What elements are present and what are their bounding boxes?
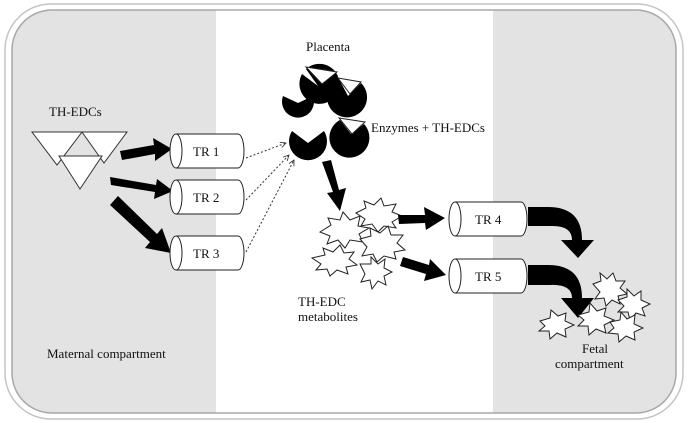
placental-metabolites bbox=[310, 197, 407, 291]
bound-th-edc-triangle bbox=[336, 77, 362, 95]
placenta-label: Placenta bbox=[306, 39, 351, 54]
arrow-to-tr5 bbox=[400, 257, 446, 281]
bound-th-edc-triangle bbox=[337, 117, 367, 135]
enzyme-icon bbox=[288, 131, 327, 161]
metabolite-burst bbox=[310, 244, 359, 277]
maternal-arrows bbox=[110, 138, 173, 253]
bound-th-edc-triangle bbox=[304, 66, 339, 85]
placenta-compartment bbox=[216, 10, 493, 413]
transporter-label-tr1: TR 1 bbox=[193, 144, 220, 159]
th-edcs-label: TH-EDCs bbox=[49, 104, 102, 119]
fetal-metabolites bbox=[537, 271, 652, 343]
transporter-tr3 bbox=[169, 235, 245, 271]
curved-arrow-from-tr5 bbox=[528, 265, 594, 318]
fetal-arrows bbox=[528, 207, 594, 318]
transporter-tr1 bbox=[169, 133, 245, 169]
enzyme-icon bbox=[282, 96, 314, 118]
transporter-label-tr5: TR 5 bbox=[475, 269, 502, 284]
metabolites-label-line1: TH-EDC bbox=[298, 294, 346, 309]
th-edc-triangle bbox=[81, 131, 128, 164]
dotted-arrows bbox=[245, 143, 295, 253]
arrow-to-tr3 bbox=[110, 196, 171, 253]
metabolite-burst bbox=[359, 225, 407, 263]
fetal-compartment-label-line1: Fetal bbox=[582, 341, 608, 356]
enzyme-icon bbox=[327, 79, 368, 118]
maternal-compartment-label: Maternal compartment bbox=[47, 346, 166, 361]
fetal-compartment-label-line2: compartment bbox=[555, 356, 624, 371]
metabolite-burst bbox=[359, 255, 394, 291]
dotted-arrow bbox=[245, 160, 295, 253]
placental-arrows bbox=[398, 207, 446, 281]
metabolite-burst bbox=[576, 301, 616, 336]
transporter-label-tr4: TR 4 bbox=[475, 212, 502, 227]
arrow-to-tr1 bbox=[120, 138, 172, 161]
transporter-tr5 bbox=[448, 258, 528, 294]
metabolite-burst bbox=[537, 309, 576, 340]
transporter-label-tr3: TR 3 bbox=[193, 246, 220, 261]
transporter-tr2 bbox=[169, 179, 245, 215]
enzyme-icon bbox=[329, 120, 370, 158]
transporter-tr4 bbox=[448, 201, 528, 237]
arrow-to-tr4 bbox=[398, 207, 445, 230]
metabolite-burst bbox=[318, 211, 371, 249]
metabolites-label-line2: metabolites bbox=[298, 309, 358, 324]
transporter-label-tr2: TR 2 bbox=[193, 190, 220, 205]
inner-frame bbox=[11, 9, 677, 414]
enzymes bbox=[282, 63, 370, 161]
th-edc-triangle bbox=[58, 155, 103, 190]
enzymes-label: Enzymes + TH-EDCs bbox=[371, 120, 485, 135]
arrow-to-metabolites bbox=[322, 160, 346, 211]
th-edc-triangle bbox=[30, 131, 84, 166]
metabolite-burst bbox=[606, 310, 645, 343]
curved-arrow-from-tr4 bbox=[528, 207, 594, 258]
arrow-to-tr2 bbox=[110, 177, 173, 199]
th-edc-triangles bbox=[30, 131, 128, 190]
dotted-arrow bbox=[245, 143, 286, 159]
